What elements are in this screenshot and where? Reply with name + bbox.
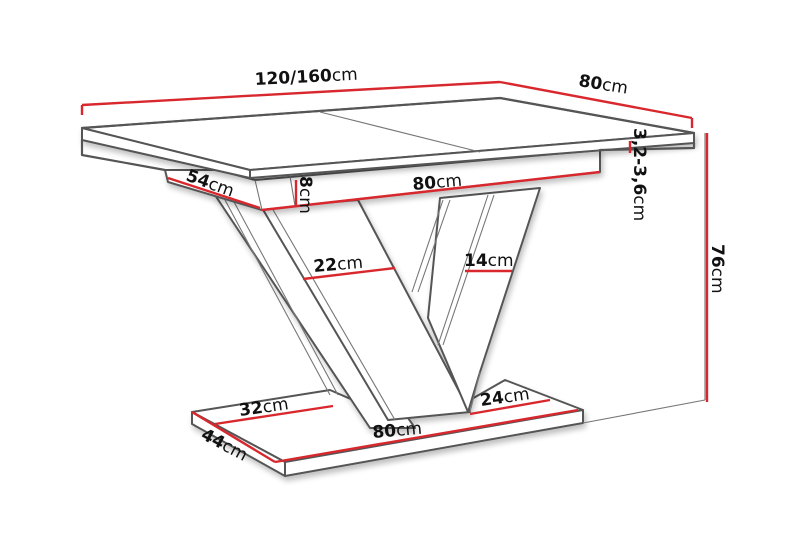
dim-line-base-right [469, 398, 551, 416]
label-apron-length: 80cm [412, 171, 463, 195]
label-top-thickness: 3,2-3,6cm [629, 128, 649, 221]
label-apron-height: 8cm [295, 176, 315, 214]
v-pedestal [214, 187, 541, 429]
dim-line-front-leg [302, 266, 396, 281]
reference-lines [582, 133, 706, 424]
dim-line-base-length [274, 408, 579, 464]
dim-line-top-length [81, 80, 501, 107]
label-total-height: 76cm [707, 244, 727, 294]
dim-line-apron-depth [167, 176, 261, 210]
dimension-labels: 120/160cm 80cm 3,2-3,6cm 76cm 54cm 8cm 8… [183, 65, 727, 466]
label-top-length: 120/160cm [254, 65, 358, 90]
label-top-width: 80cm [577, 71, 629, 99]
pedestal-detail-lines [224, 194, 495, 421]
table-top-step [80, 138, 696, 172]
label-base-left-depth: 32cm [238, 394, 290, 421]
dim-line-top-width [499, 80, 693, 120]
table-top [80, 96, 696, 179]
dim-line-base-width [191, 410, 276, 464]
dim-line-apron-length [261, 170, 601, 212]
label-base-right-depth: 24cm [479, 384, 531, 411]
dimension-lines [80, 80, 709, 464]
dim-line-base-left [214, 404, 334, 426]
label-front-leg-width: 22cm [313, 253, 364, 277]
label-rear-leg-width: 14cm [464, 251, 514, 271]
label-base-length: 80cm [372, 419, 423, 443]
